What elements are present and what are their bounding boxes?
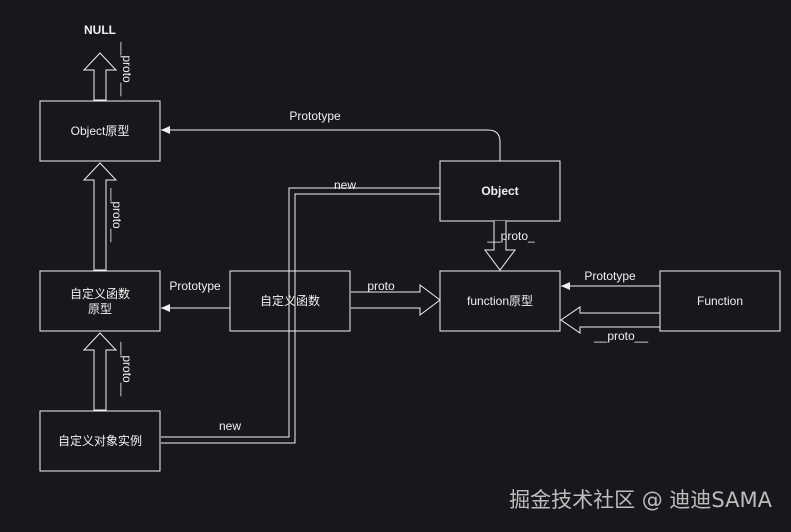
proto-label-custom-function: __proto__ xyxy=(353,279,408,293)
custom-object-instance-label: 自定义对象实例 xyxy=(58,433,142,448)
proto-arrow-object-to-function-prototype xyxy=(484,221,516,271)
prototype-label-custom-function: Prototype xyxy=(169,279,221,293)
proto-arrow-instance-to-custom-prototype xyxy=(82,332,118,411)
function-node: Function xyxy=(659,270,781,332)
custom-function-prototype-node: 自定义函数 原型 xyxy=(39,270,161,332)
proto-arrow-custom-prototype-to-object-prototype xyxy=(82,162,118,271)
object-node: Object xyxy=(439,160,561,222)
proto-edge-function-to-function-prototype xyxy=(560,306,660,334)
proto-label-instance: __proto__ xyxy=(120,341,134,396)
custom-function-prototype-label-line2: 原型 xyxy=(88,302,112,316)
new-label-custom-function: new xyxy=(219,419,241,433)
prototype-edge-object-to-object-prototype xyxy=(161,126,501,161)
custom-object-instance-node: 自定义对象实例 xyxy=(39,410,161,472)
proto-label-to-null: __proto__ xyxy=(120,41,134,96)
new-edge-object-to-instance xyxy=(161,187,440,438)
null-label: NULL xyxy=(84,23,116,37)
proto-label-object: __proto_ xyxy=(486,229,535,243)
proto-label-custom-prototype: __proto__ xyxy=(110,187,124,242)
function-prototype-label: function原型 xyxy=(467,294,533,308)
custom-function-label: 自定义函数 xyxy=(260,293,320,308)
prototype-label-object: Prototype xyxy=(289,109,341,123)
proto-label-function: __proto__ xyxy=(593,329,648,343)
watermark: 掘金技术社区 @ 迪迪SAMA xyxy=(509,488,773,512)
object-prototype-node: Object原型 xyxy=(39,100,161,162)
prototype-label-function: Prototype xyxy=(584,269,636,283)
new-label-object: new xyxy=(334,178,356,192)
custom-function-node: 自定义函数 xyxy=(229,270,351,332)
custom-function-prototype-label-line1: 自定义函数 xyxy=(70,286,130,301)
proto-edge-custom-function-to-function-prototype xyxy=(351,284,441,316)
new-edge-object-to-instance-inner xyxy=(161,193,440,444)
function-prototype-node: function原型 xyxy=(439,270,561,332)
object-prototype-label: Object原型 xyxy=(71,124,130,138)
function-label: Function xyxy=(697,294,743,308)
proto-arrow-object-prototype-to-null xyxy=(82,52,118,101)
object-label: Object xyxy=(481,184,518,198)
